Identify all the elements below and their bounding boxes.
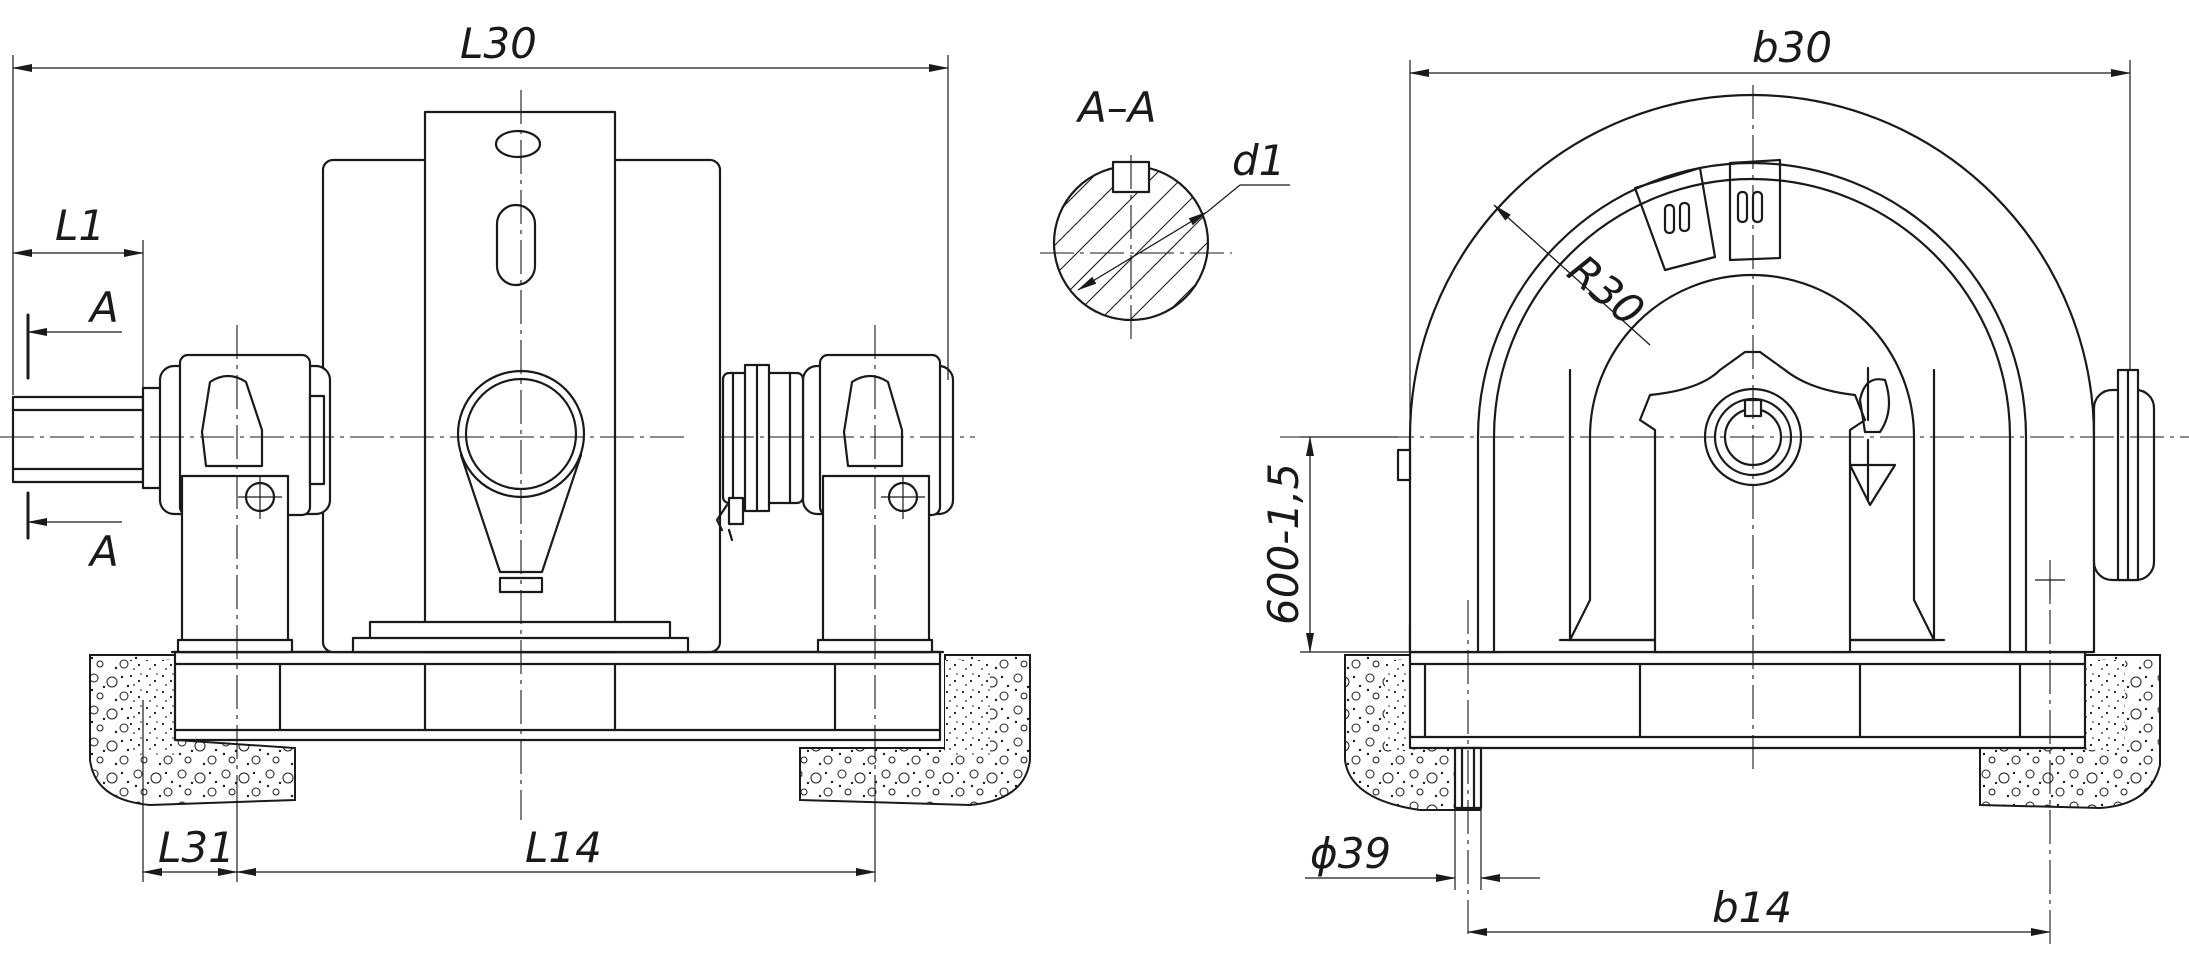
side-view: b30 R30 600-1,5 ϕ39 b14 xyxy=(1259,23,2189,950)
label-section-A-bottom: A xyxy=(87,527,119,576)
label-L30: L30 xyxy=(460,19,537,68)
front-view: L30 L1 A A L31 L14 xyxy=(0,19,1031,882)
label-b14: b14 xyxy=(1712,883,1792,932)
label-L31: L31 xyxy=(158,823,235,872)
label-L14: L14 xyxy=(525,823,602,872)
label-section-A-top: A xyxy=(87,283,119,332)
motor-center-block xyxy=(423,110,617,654)
label-b30: b30 xyxy=(1752,23,1832,72)
label-phi39: ϕ39 xyxy=(1310,829,1391,878)
label-d1: d1 xyxy=(1232,136,1285,185)
base-frame xyxy=(173,650,942,742)
section-A-A: A–A d1 xyxy=(1040,83,1290,345)
slip-ring-unit xyxy=(715,363,805,542)
shaft-end-left xyxy=(11,395,145,484)
side-base-frame xyxy=(1408,650,2087,750)
label-L1: L1 xyxy=(55,201,105,250)
bearing-pedestal-left xyxy=(158,353,332,654)
bearing-pedestal-right xyxy=(801,353,955,654)
label-height: 600-1,5 xyxy=(1259,463,1308,625)
label-section-title: A–A xyxy=(1075,83,1156,132)
